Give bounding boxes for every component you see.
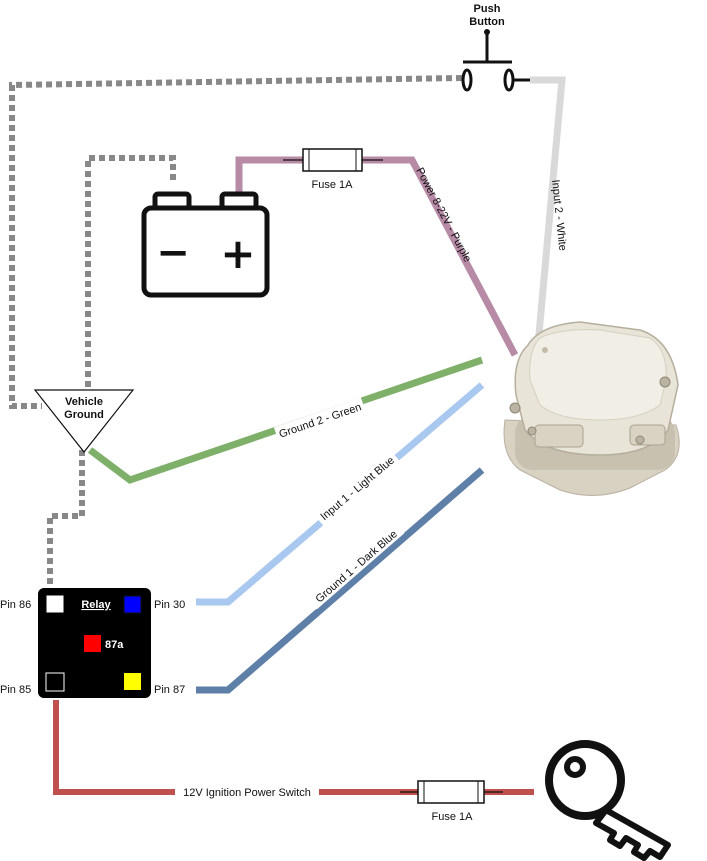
relay-pin-85-square — [45, 672, 65, 692]
battery-plus: + — [220, 229, 255, 278]
ground-wire-relay — [47, 450, 85, 590]
ground-1-wire — [196, 467, 485, 694]
push-button-label-1: Push — [474, 3, 501, 15]
power-label: Power 8-22V - Purple — [413, 166, 473, 264]
vehicle-ground-label-1: Vehicle — [65, 396, 103, 408]
relay-pin-30-label: Pin 30 — [154, 599, 185, 611]
ground-1-label: Ground 1 - Dark Blue — [313, 528, 399, 605]
key-icon — [545, 740, 671, 861]
input-1-label: Input 1 - Light Blue — [318, 454, 396, 523]
battery-minus: − — [156, 230, 190, 276]
input-1-wire — [196, 382, 485, 606]
relay-pin-87a-square — [84, 635, 101, 652]
relay-pin-87-label: Pin 87 — [154, 684, 185, 696]
vehicle-ground: Vehicle Ground — [33, 389, 135, 453]
ground-2-label: Ground 2 - Green — [278, 401, 363, 440]
relay-pin-30-square — [123, 595, 142, 614]
relay-pin-87a-label: 87a — [105, 639, 124, 651]
push-button-label-2: Button — [469, 16, 505, 28]
relay-pin-85-label: Pin 85 — [0, 684, 31, 696]
relay: Relay 87a — [38, 588, 151, 698]
input-2-wire — [530, 76, 566, 346]
relay-title: Relay — [81, 599, 111, 611]
fuse-top: Fuse 1A — [283, 148, 383, 191]
vehicle-ground-label-2: Ground — [64, 409, 104, 421]
ground-wire-battery — [85, 155, 176, 392]
fuse-bottom-label: Fuse 1A — [432, 811, 474, 823]
ground-2-wire — [87, 356, 484, 484]
ignition-wire — [53, 700, 534, 795]
fuse-top-label: Fuse 1A — [312, 179, 354, 191]
ground-wire-pushbutton — [9, 75, 463, 409]
gps-tracker-device — [503, 321, 680, 497]
relay-pin-86-square — [46, 595, 64, 613]
relay-pin-86-label: Pin 86 — [0, 599, 31, 611]
battery-icon: − + — [141, 191, 270, 298]
fuse-bottom: Fuse 1A — [400, 780, 503, 823]
relay-pin-87-square — [124, 673, 141, 690]
ignition-label: 12V Ignition Power Switch — [183, 787, 311, 799]
push-button: Push Button — [461, 3, 530, 92]
